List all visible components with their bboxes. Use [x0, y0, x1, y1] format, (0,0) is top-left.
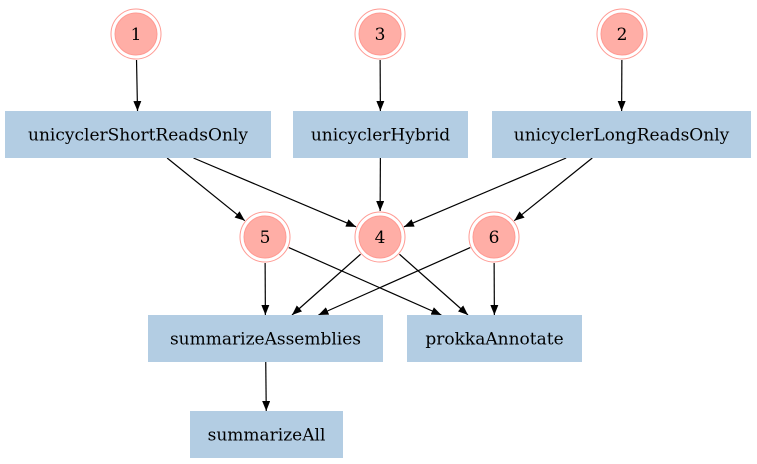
input-node-2: 2 [596, 8, 648, 60]
edge-4-to-summarize-assemblies [291, 253, 361, 316]
node-fill-circle [358, 215, 402, 259]
task-node-summarize-all: summarizeAll [190, 411, 343, 458]
node-outer-ring [468, 211, 520, 263]
task-box [407, 315, 582, 362]
node-outer-ring [596, 8, 648, 60]
edge-5-to-prokka-annotate [288, 246, 442, 316]
node-label: 4 [375, 228, 386, 248]
node-label: unicyclerShortReadsOnly [28, 126, 248, 146]
node-label: 5 [260, 228, 271, 248]
task-box [5, 111, 271, 158]
node-outer-ring [110, 8, 162, 60]
node-outer-ring [354, 8, 406, 60]
node-label: prokkaAnnotate [425, 330, 563, 350]
node-fill-circle [472, 215, 516, 259]
task-box [492, 111, 751, 158]
input-node-4: 4 [354, 211, 406, 263]
node-label: unicyclerLongReadsOnly [514, 126, 730, 146]
edge-unicycler-short-reads-only-to-4 [193, 157, 357, 228]
node-fill-circle [243, 215, 287, 259]
edge-6-to-summarize-assemblies [318, 247, 471, 316]
edge-unicycler-long-reads-only-to-4 [403, 157, 567, 228]
nodes-layer: 1 3 2 unicyclerShortReadsOnly unicyclerHybri… [5, 8, 751, 458]
node-label: unicyclerHybrid [311, 126, 450, 146]
node-label: summarizeAll [208, 426, 326, 446]
node-outer-ring [354, 211, 406, 263]
node-label: 3 [375, 25, 386, 45]
edge-1-to-unicycler-short-reads-only [133, 59, 142, 112]
task-box [293, 111, 468, 158]
task-node-unicycler-hybrid: unicyclerHybrid [293, 111, 468, 158]
task-node-summarize-assemblies: summarizeAssemblies [148, 315, 383, 362]
node-outer-ring [239, 211, 291, 263]
task-box [190, 411, 343, 458]
task-box [148, 315, 383, 362]
node-label: 2 [617, 25, 628, 45]
input-node-5: 5 [239, 211, 291, 263]
task-node-unicycler-long-reads-only: unicyclerLongReadsOnly [492, 111, 751, 158]
node-label: 1 [131, 25, 142, 45]
node-fill-circle [600, 12, 644, 56]
node-label: 6 [489, 228, 500, 248]
node-label: summarizeAssemblies [170, 330, 361, 350]
input-node-1: 1 [110, 8, 162, 60]
edge-summarize-assemblies-to-summarize-all [262, 361, 271, 412]
input-node-6: 6 [468, 211, 520, 263]
node-fill-circle [114, 12, 158, 56]
task-node-prokka-annotate: prokkaAnnotate [407, 315, 582, 362]
input-node-3: 3 [354, 8, 406, 60]
task-node-unicycler-short-reads-only: unicyclerShortReadsOnly [5, 111, 271, 158]
edge-unicycler-short-reads-only-to-5 [166, 157, 246, 222]
edges-layer [133, 59, 626, 412]
edge-4-to-prokka-annotate [399, 253, 469, 316]
edge-unicycler-long-reads-only-to-6 [513, 157, 593, 222]
node-fill-circle [358, 12, 402, 56]
